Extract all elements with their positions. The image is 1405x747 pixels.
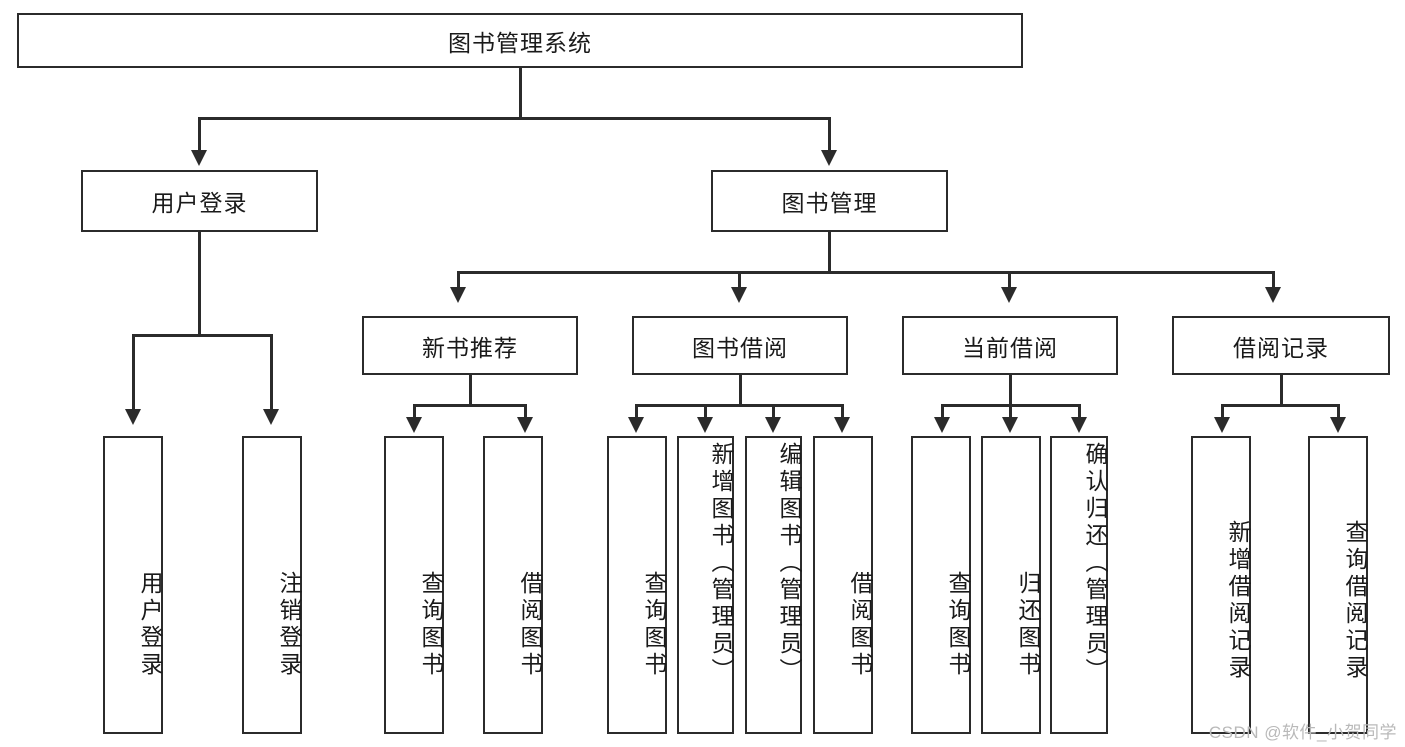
node-borrow-record-label: 借阅记录	[1233, 334, 1329, 361]
edge-book-borrow-to-leaf3	[772, 404, 775, 418]
edge-current-borrow-to-leaf3	[1078, 404, 1081, 418]
edge-book-borrow-to-leaf4	[841, 404, 844, 418]
leaf-borrow-book-2-label: 借阅图书	[847, 571, 873, 679]
edge-book-mgmt-to-new-book-rec	[457, 271, 460, 288]
edge-new-book-rec-stem	[469, 375, 472, 406]
arrow-book-borrow-to-leaf2	[697, 417, 713, 433]
leaf-query-book-2-label: 查询图书	[641, 571, 667, 679]
edge-book-mgmt-to-current-borrow	[1008, 271, 1011, 288]
leaf-logout-label: 注销登录	[276, 571, 302, 679]
arrow-new-book-rec-to-leaf2	[517, 417, 533, 433]
node-book-borrow[interactable]: 图书借阅	[632, 316, 848, 375]
arrow-user-login-to-leaf2	[263, 409, 279, 425]
node-user-login-label: 用户登录	[151, 190, 248, 216]
leaf-edit-book-label: 编辑图书（管理员）	[776, 442, 802, 685]
leaf-return-book[interactable]: 归还图书	[981, 436, 1041, 734]
leaf-query-book-1-label: 查询图书	[418, 571, 444, 679]
leaf-user-login[interactable]: 用户登录	[103, 436, 163, 734]
edge-book-mgmt-stem	[828, 232, 831, 273]
leaf-query-borrow-record[interactable]: 查询借阅记录	[1308, 436, 1368, 734]
edge-user-login-stem	[198, 232, 201, 335]
arrow-book-borrow-to-leaf1	[628, 417, 644, 433]
edge-user-login-bar	[133, 334, 272, 337]
leaf-user-login-label: 用户登录	[137, 571, 163, 679]
edge-current-borrow-to-leaf1	[941, 404, 944, 418]
edge-root-bar	[199, 117, 831, 120]
leaf-borrow-book-2[interactable]: 借阅图书	[813, 436, 873, 734]
edge-user-login-to-leaf2	[270, 334, 273, 410]
leaf-query-book-2[interactable]: 查询图书	[607, 436, 667, 734]
edge-new-book-rec-to-leaf1	[413, 404, 416, 418]
edge-borrow-record-to-leaf2	[1337, 404, 1340, 418]
arrow-new-book-rec-to-leaf1	[406, 417, 422, 433]
arrow-current-borrow-to-leaf1	[934, 417, 950, 433]
edge-book-mgmt-to-book-borrow	[738, 271, 741, 288]
arrow-borrow-record-to-leaf2	[1330, 417, 1346, 433]
edge-book-mgmt-bar	[458, 271, 1274, 274]
edge-root-to-user-login	[198, 117, 201, 151]
leaf-edit-book[interactable]: 编辑图书（管理员）	[745, 436, 802, 734]
edge-root-stem	[519, 68, 522, 119]
leaf-add-borrow-record-label: 新增借阅记录	[1225, 520, 1251, 682]
leaf-confirm-return[interactable]: 确认归还（管理员）	[1050, 436, 1108, 734]
arrow-book-borrow-to-leaf4	[834, 417, 850, 433]
node-book-management-label: 图书管理	[781, 190, 878, 216]
leaf-query-book-3-label: 查询图书	[945, 571, 971, 679]
edge-current-borrow-to-leaf2	[1009, 404, 1012, 418]
arrow-book-mgmt-to-book-borrow	[731, 287, 747, 303]
arrow-current-borrow-to-leaf3	[1071, 417, 1087, 433]
arrow-book-borrow-to-leaf3	[765, 417, 781, 433]
arrow-root-to-user-login	[191, 150, 207, 166]
arrow-root-to-book-mgmt	[821, 150, 837, 166]
node-root[interactable]: 图书管理系统	[17, 13, 1023, 68]
edge-borrow-record-bar	[1222, 404, 1339, 407]
leaf-confirm-return-label: 确认归还（管理员）	[1082, 442, 1108, 685]
node-current-borrow-label: 当前借阅	[962, 334, 1058, 361]
edge-book-borrow-bar	[636, 404, 843, 407]
edge-book-borrow-stem	[739, 375, 742, 406]
arrow-borrow-record-to-leaf1	[1214, 417, 1230, 433]
node-user-login[interactable]: 用户登录	[81, 170, 318, 232]
leaf-logout[interactable]: 注销登录	[242, 436, 302, 734]
edge-borrow-record-stem	[1280, 375, 1283, 406]
node-current-borrow[interactable]: 当前借阅	[902, 316, 1118, 375]
node-book-borrow-label: 图书借阅	[692, 334, 788, 361]
leaf-borrow-book-1[interactable]: 借阅图书	[483, 436, 543, 734]
watermark-text: CSDN @软件_小贺同学	[1208, 723, 1397, 742]
arrow-current-borrow-to-leaf2	[1002, 417, 1018, 433]
leaf-query-book-3[interactable]: 查询图书	[911, 436, 971, 734]
edge-book-borrow-to-leaf1	[635, 404, 638, 418]
leaf-query-borrow-record-label: 查询借阅记录	[1342, 520, 1368, 682]
edge-book-borrow-to-leaf2	[704, 404, 707, 418]
node-new-book-recommend[interactable]: 新书推荐	[362, 316, 578, 375]
arrow-book-mgmt-to-new-book-rec	[450, 287, 466, 303]
arrow-book-mgmt-to-borrow-record	[1265, 287, 1281, 303]
edge-new-book-rec-to-leaf2	[524, 404, 527, 418]
node-borrow-record[interactable]: 借阅记录	[1172, 316, 1390, 375]
edge-borrow-record-to-leaf1	[1221, 404, 1224, 418]
edge-user-login-to-leaf1	[132, 334, 135, 410]
node-new-book-recommend-label: 新书推荐	[422, 334, 518, 361]
arrow-user-login-to-leaf1	[125, 409, 141, 425]
edge-new-book-rec-bar	[414, 404, 527, 407]
node-book-management[interactable]: 图书管理	[711, 170, 948, 232]
leaf-return-book-label: 归还图书	[1015, 571, 1041, 679]
leaf-add-book-label: 新增图书（管理员）	[708, 442, 734, 685]
leaf-borrow-book-1-label: 借阅图书	[517, 571, 543, 679]
node-root-label: 图书管理系统	[448, 29, 592, 56]
arrow-book-mgmt-to-current-borrow	[1001, 287, 1017, 303]
edge-book-mgmt-to-borrow-record	[1272, 271, 1275, 288]
leaf-query-book-1[interactable]: 查询图书	[384, 436, 444, 734]
leaf-add-book[interactable]: 新增图书（管理员）	[677, 436, 734, 734]
edge-root-to-book-mgmt	[828, 117, 831, 151]
edge-current-borrow-stem	[1009, 375, 1012, 406]
leaf-add-borrow-record[interactable]: 新增借阅记录	[1191, 436, 1251, 734]
